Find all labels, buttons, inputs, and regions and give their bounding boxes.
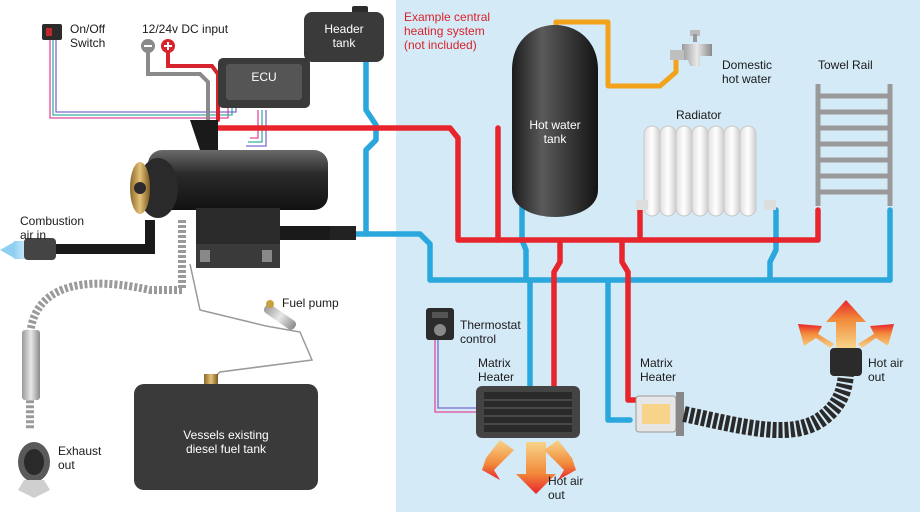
hot-flow-pipes xyxy=(197,125,821,403)
diesel-heater-unit xyxy=(130,120,356,268)
hot-water-tank-label: Hot water tank xyxy=(529,118,581,146)
matrix-heater-2-label: Matrix Heater xyxy=(640,356,677,384)
tap-icon xyxy=(670,30,712,66)
hot-water-tank xyxy=(512,25,598,217)
combustion-air-in-label: Combustion air in xyxy=(20,214,85,242)
hot-air-arrow-icon xyxy=(798,300,894,348)
header-tank-label: Header tank xyxy=(324,22,364,50)
header-tank xyxy=(304,6,384,62)
dc-terminals xyxy=(141,39,175,53)
matrix-heater-1-label: Matrix Heater xyxy=(478,356,515,384)
fuel-tank xyxy=(134,384,318,490)
ecu-label: ECU xyxy=(251,70,277,84)
exhaust-system xyxy=(18,220,186,498)
hot-air-out-1-label: Hot air out xyxy=(548,474,584,502)
on-off-switch xyxy=(42,24,62,40)
thermostat-control-label: Thermostat control xyxy=(460,318,521,346)
ecu-unit xyxy=(218,58,310,108)
hot-air-outlet xyxy=(830,348,862,376)
fuel-pump xyxy=(263,300,297,330)
thermostat-icon xyxy=(426,308,454,340)
fuel-tank-label: Vessels existing diesel fuel tank xyxy=(183,428,269,456)
combustion-air-intake xyxy=(0,220,155,260)
radiator-label: Radiator xyxy=(676,108,722,122)
towel-rail xyxy=(815,84,893,206)
air-in-arrow-icon xyxy=(0,242,14,258)
exhaust-out-label: Exhaust out xyxy=(58,444,102,472)
radiator xyxy=(636,125,776,217)
heating-system-background xyxy=(396,0,920,512)
fuel-pump-label: Fuel pump xyxy=(282,296,339,310)
matrix-heater-1 xyxy=(476,386,580,438)
hot-air-out-2-label: Hot air out xyxy=(868,356,904,384)
towel-rail-label: Towel Rail xyxy=(818,58,873,72)
fuel-system xyxy=(189,263,314,384)
domestic-hot-water-label: Domestic hot water xyxy=(722,58,773,86)
dc-input-label: 12/24v DC input xyxy=(142,22,229,36)
domestic-hot-water-pipe xyxy=(553,19,679,89)
example-system-label: Example central heating system (not incl… xyxy=(404,10,491,52)
exhaust-icon xyxy=(18,442,50,498)
hot-air-arrow-icon xyxy=(482,440,576,494)
on-off-switch-label: On/Off Switch xyxy=(70,22,106,50)
matrix-heater-2 xyxy=(635,392,684,436)
